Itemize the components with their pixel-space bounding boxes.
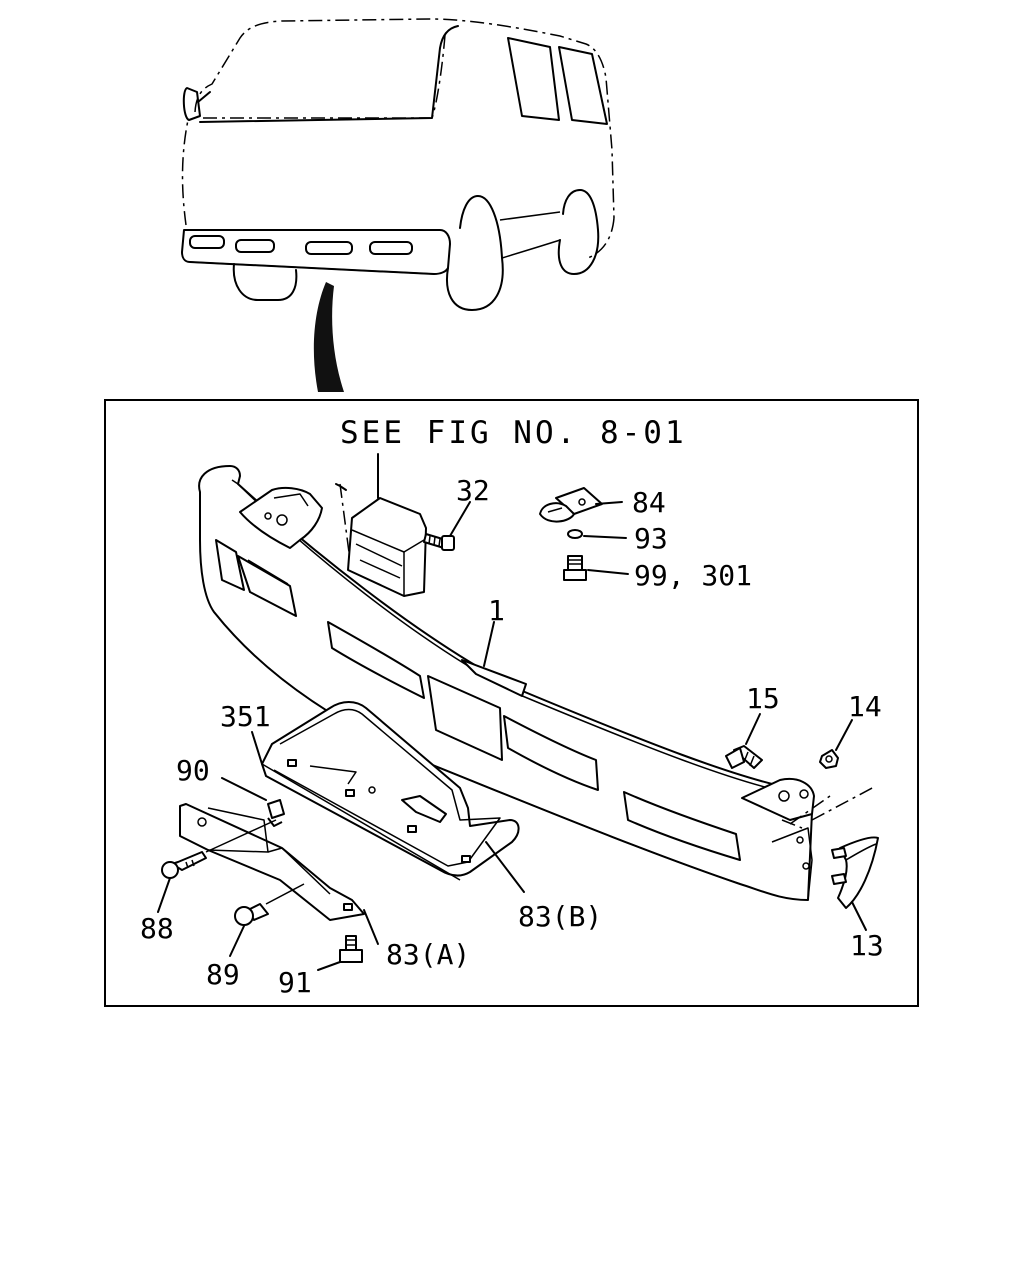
callout-13: 13 <box>850 929 884 962</box>
callout-91: 91 <box>278 966 312 999</box>
callout-15: 15 <box>746 682 780 715</box>
detail-frame <box>104 399 919 1007</box>
callout-83b: 83(B) <box>518 900 602 933</box>
callout-93: 93 <box>634 522 668 555</box>
callout-351: 351 <box>220 700 271 733</box>
callout-83a: 83(A) <box>386 938 470 971</box>
leader-1 <box>483 621 495 667</box>
reference-note: SEE FIG NO. 8-01 <box>340 415 687 451</box>
end-piece-13 <box>831 836 879 931</box>
callout-84: 84 <box>632 486 666 519</box>
screw-89 <box>229 883 305 957</box>
callout-14: 14 <box>848 690 882 723</box>
lower-cover-351 <box>251 701 525 893</box>
callout-89: 89 <box>206 958 240 991</box>
screw-88 <box>157 819 277 913</box>
bolt-15 <box>725 713 763 769</box>
callout-32: 32 <box>456 474 490 507</box>
nut-14 <box>819 719 853 769</box>
front-bumper <box>198 465 877 901</box>
bolt-32 <box>423 501 471 551</box>
callout-90: 90 <box>176 754 210 787</box>
clip-90 <box>221 777 285 827</box>
van-overview <box>181 18 615 392</box>
bolt-91 <box>317 935 363 971</box>
callout-1: 1 <box>488 594 505 627</box>
bracket-83a <box>179 803 379 945</box>
callout-99-301: 99, 301 <box>634 559 752 592</box>
callout-88: 88 <box>140 912 174 945</box>
fog-lamp <box>335 453 427 597</box>
hardware-84-93-99 <box>539 487 629 581</box>
